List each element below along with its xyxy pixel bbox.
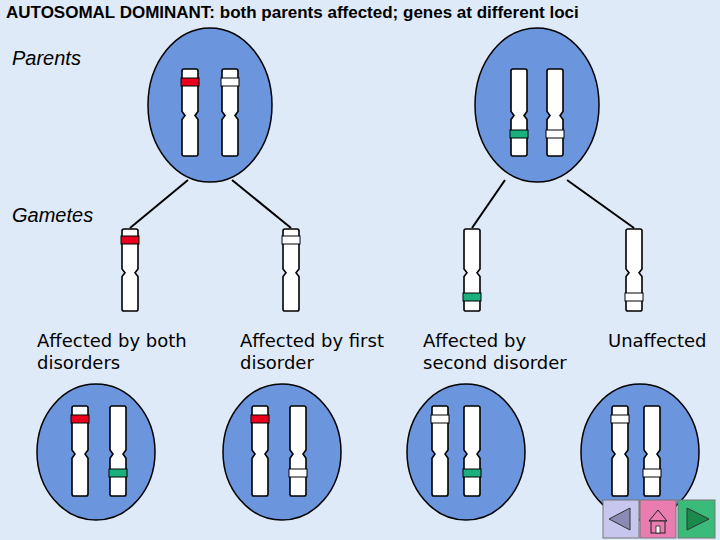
offspring-cell: Unaffected [580, 383, 700, 521]
normal-band [289, 469, 307, 477]
row-label: Parents [12, 47, 81, 70]
chromosome [182, 69, 198, 156]
row-label: Gametes [12, 204, 93, 227]
chromosome [222, 69, 238, 156]
descent-line [472, 180, 505, 228]
descent-line [567, 180, 634, 228]
forward-arrow [687, 508, 709, 530]
mutant-band-red [71, 415, 89, 423]
phenotype-label: Affected by first disorder [240, 330, 400, 374]
offspring-cell: Affected by second disorder [406, 383, 526, 521]
chromosome [252, 406, 268, 496]
mutant-band-green [109, 469, 127, 477]
cell-circle [223, 384, 341, 520]
descent-line [232, 180, 291, 228]
gamete-chromosome [464, 229, 480, 311]
chromosome [511, 69, 527, 156]
normal-band [221, 78, 239, 86]
offspring-cell: Affected by first disorder [222, 383, 342, 521]
phenotype-label: Unaffected [608, 330, 718, 352]
chromosome [290, 406, 306, 496]
cell-outline [580, 383, 700, 521]
mutant-band-red [251, 415, 269, 423]
mutant-band-red [181, 78, 199, 86]
nav-back-button [603, 500, 639, 538]
cell-outline [406, 383, 526, 521]
descent-line [130, 180, 188, 228]
chromosome [612, 406, 628, 496]
chromosome [644, 406, 660, 496]
chromosome [464, 406, 480, 496]
gamete-chromosome [122, 229, 138, 311]
home-roof [649, 510, 667, 521]
chromosome [432, 406, 448, 496]
normal-band [625, 293, 643, 301]
normal-band [643, 469, 661, 477]
mutant-band-green [463, 469, 481, 477]
normal-band [546, 130, 564, 138]
diagram-title: AUTOSOMAL DOMINANT: both parents affecte… [6, 3, 579, 23]
mutant-band-green [463, 293, 481, 301]
home-body [651, 521, 665, 533]
offspring-cell: Affected by both disorders [36, 383, 156, 521]
normal-band [282, 236, 300, 244]
phenotype-label: Affected by second disorder [423, 330, 593, 374]
gamete-chromosome [283, 229, 299, 311]
cell-circle [407, 384, 525, 520]
chromosome [547, 69, 563, 156]
normal-band [611, 415, 629, 423]
parent-cell [475, 28, 599, 182]
back-arrow [609, 508, 630, 530]
mutant-band-green [510, 130, 528, 138]
parent-cell [148, 28, 272, 182]
cell-outline [222, 383, 342, 521]
mutant-band-red [121, 236, 139, 244]
normal-band [431, 415, 449, 423]
cell-circle [37, 384, 155, 520]
nav-forward-button [678, 500, 715, 538]
gamete-chromosome [626, 229, 642, 311]
home-door [656, 526, 660, 533]
chromosome [72, 406, 88, 496]
cell-outline [36, 383, 156, 521]
chromosome [110, 406, 126, 496]
phenotype-label: Affected by both disorders [37, 330, 197, 374]
cell-circle [581, 384, 699, 520]
nav-home-button [640, 500, 676, 538]
